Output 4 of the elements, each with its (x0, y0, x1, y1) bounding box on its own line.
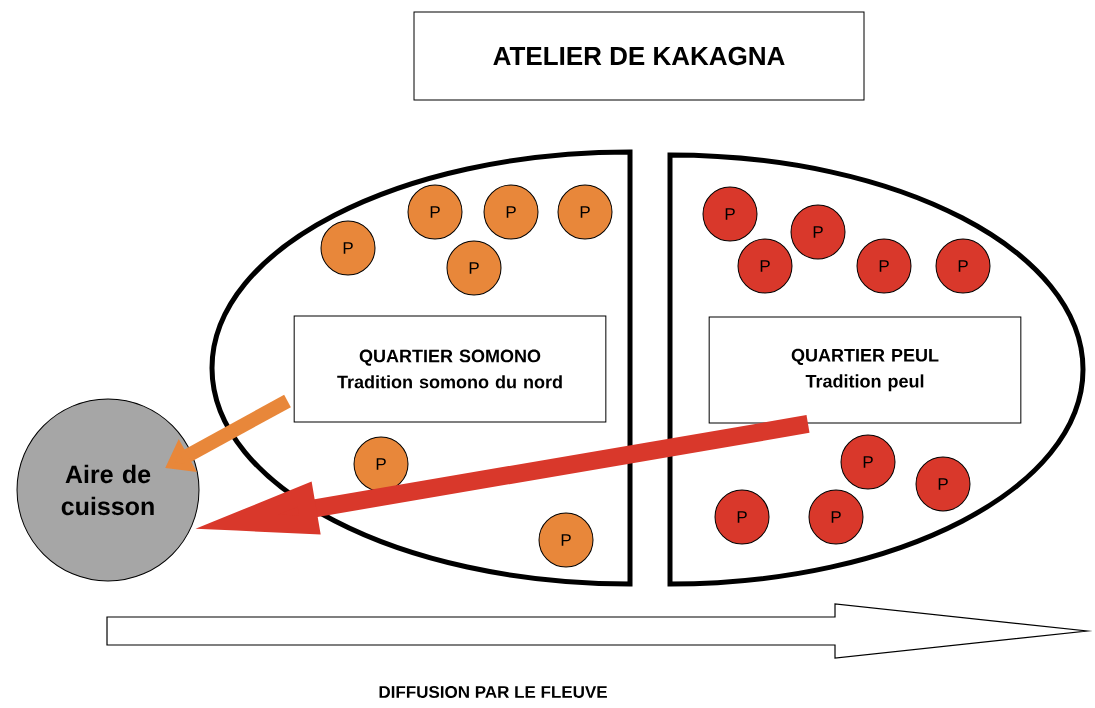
quarter-label-box: QUARTIER SOMONO Tradition somono du nord (293, 315, 607, 423)
title-box: ATELIER DE KAKAGNA (413, 11, 865, 101)
quarter-label-box: QUARTIER PEUL Tradition peul (708, 316, 1022, 424)
caption-text: DIFFUSION PAR LE FLEUVE (379, 685, 607, 698)
